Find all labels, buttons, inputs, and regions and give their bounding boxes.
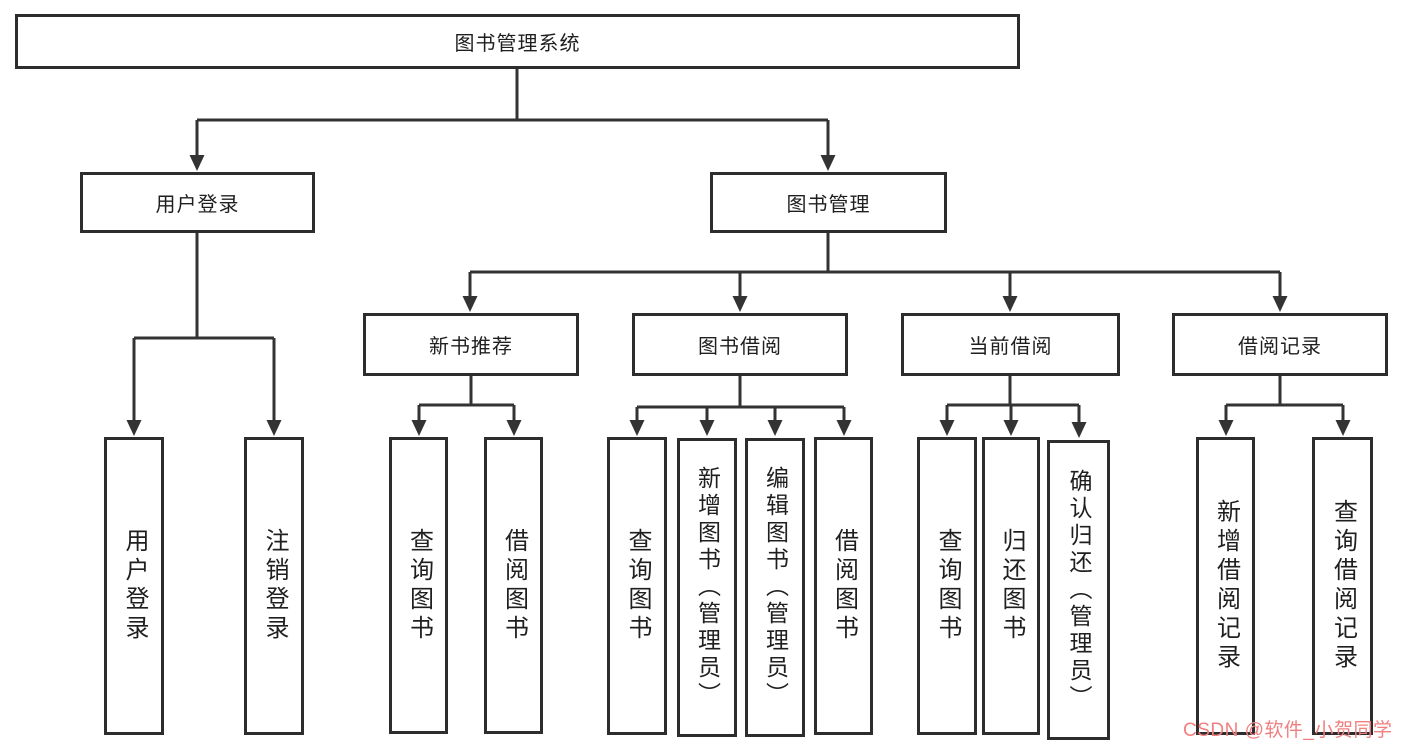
- leaf-query-books-recommend: 查询图书: [389, 437, 448, 734]
- leaf-edit-book-admin: 编辑图书（管理员）: [745, 438, 805, 737]
- leaf-borrow-books-recommend: 借阅图书: [484, 437, 543, 734]
- node-new-book-recommendation: 新书推荐: [363, 313, 579, 376]
- leaf-query-books-borrowing: 查询图书: [607, 437, 667, 735]
- leaf-query-books-current-label: 查询图书: [934, 528, 961, 644]
- csdn-watermark: CSDN @软件_小贺同学: [1183, 720, 1393, 741]
- arrowheads: [126, 155, 1351, 438]
- node-borrowing-records: 借阅记录: [1172, 313, 1388, 376]
- leaf-borrow-books-borrowing: 借阅图书: [814, 437, 873, 735]
- leaf-query-books-borrowing-label: 查询图书: [624, 528, 651, 644]
- leaf-edit-book-admin-label: 编辑图书（管理员）: [762, 466, 789, 709]
- leaf-confirm-return-admin-label: 确认归还（管理员）: [1066, 468, 1092, 712]
- leaf-query-borrow-record-label: 查询借阅记录: [1329, 499, 1357, 673]
- leaf-logout-label: 注销登录: [261, 528, 288, 644]
- leaf-borrow-books-recommend-label: 借阅图书: [500, 527, 528, 644]
- node-book-management: 图书管理: [710, 172, 947, 233]
- leaf-query-borrow-record: 查询借阅记录: [1312, 437, 1373, 735]
- leaf-add-book-admin: 新增图书（管理员）: [677, 438, 737, 737]
- leaf-borrow-books-borrowing-label: 借阅图书: [830, 528, 858, 644]
- node-new-book-recommendation-label: 新书推荐: [429, 336, 513, 358]
- node-system-root-label: 图书管理系统: [454, 33, 581, 55]
- node-book-borrowing-label: 图书借阅: [698, 336, 782, 358]
- node-borrowing-records-label: 借阅记录: [1238, 336, 1322, 358]
- leaf-return-book-label: 归还图书: [998, 528, 1025, 644]
- node-book-borrowing: 图书借阅: [632, 313, 848, 376]
- node-current-borrowing: 当前借阅: [901, 313, 1120, 376]
- node-user-login-label: 用户登录: [155, 194, 240, 216]
- leaf-return-book: 归还图书: [982, 437, 1040, 735]
- leaf-user-login-label: 用户登录: [121, 528, 148, 644]
- node-system-root: 图书管理系统: [15, 14, 1020, 69]
- node-user-login: 用户登录: [80, 172, 315, 233]
- node-current-borrowing-label: 当前借阅: [968, 336, 1053, 358]
- leaf-query-books-recommend-label: 查询图书: [405, 527, 433, 644]
- leaf-add-borrow-record-label: 新增借阅记录: [1212, 499, 1240, 673]
- leaf-confirm-return-admin: 确认归还（管理员）: [1047, 440, 1110, 740]
- leaf-query-books-current: 查询图书: [917, 437, 977, 735]
- leaf-add-book-admin-label: 新增图书（管理员）: [694, 466, 721, 709]
- node-book-management-label: 图书管理: [786, 194, 871, 216]
- leaf-logout: 注销登录: [244, 437, 304, 735]
- leaf-add-borrow-record: 新增借阅记录: [1196, 437, 1255, 735]
- leaf-user-login: 用户登录: [104, 437, 164, 735]
